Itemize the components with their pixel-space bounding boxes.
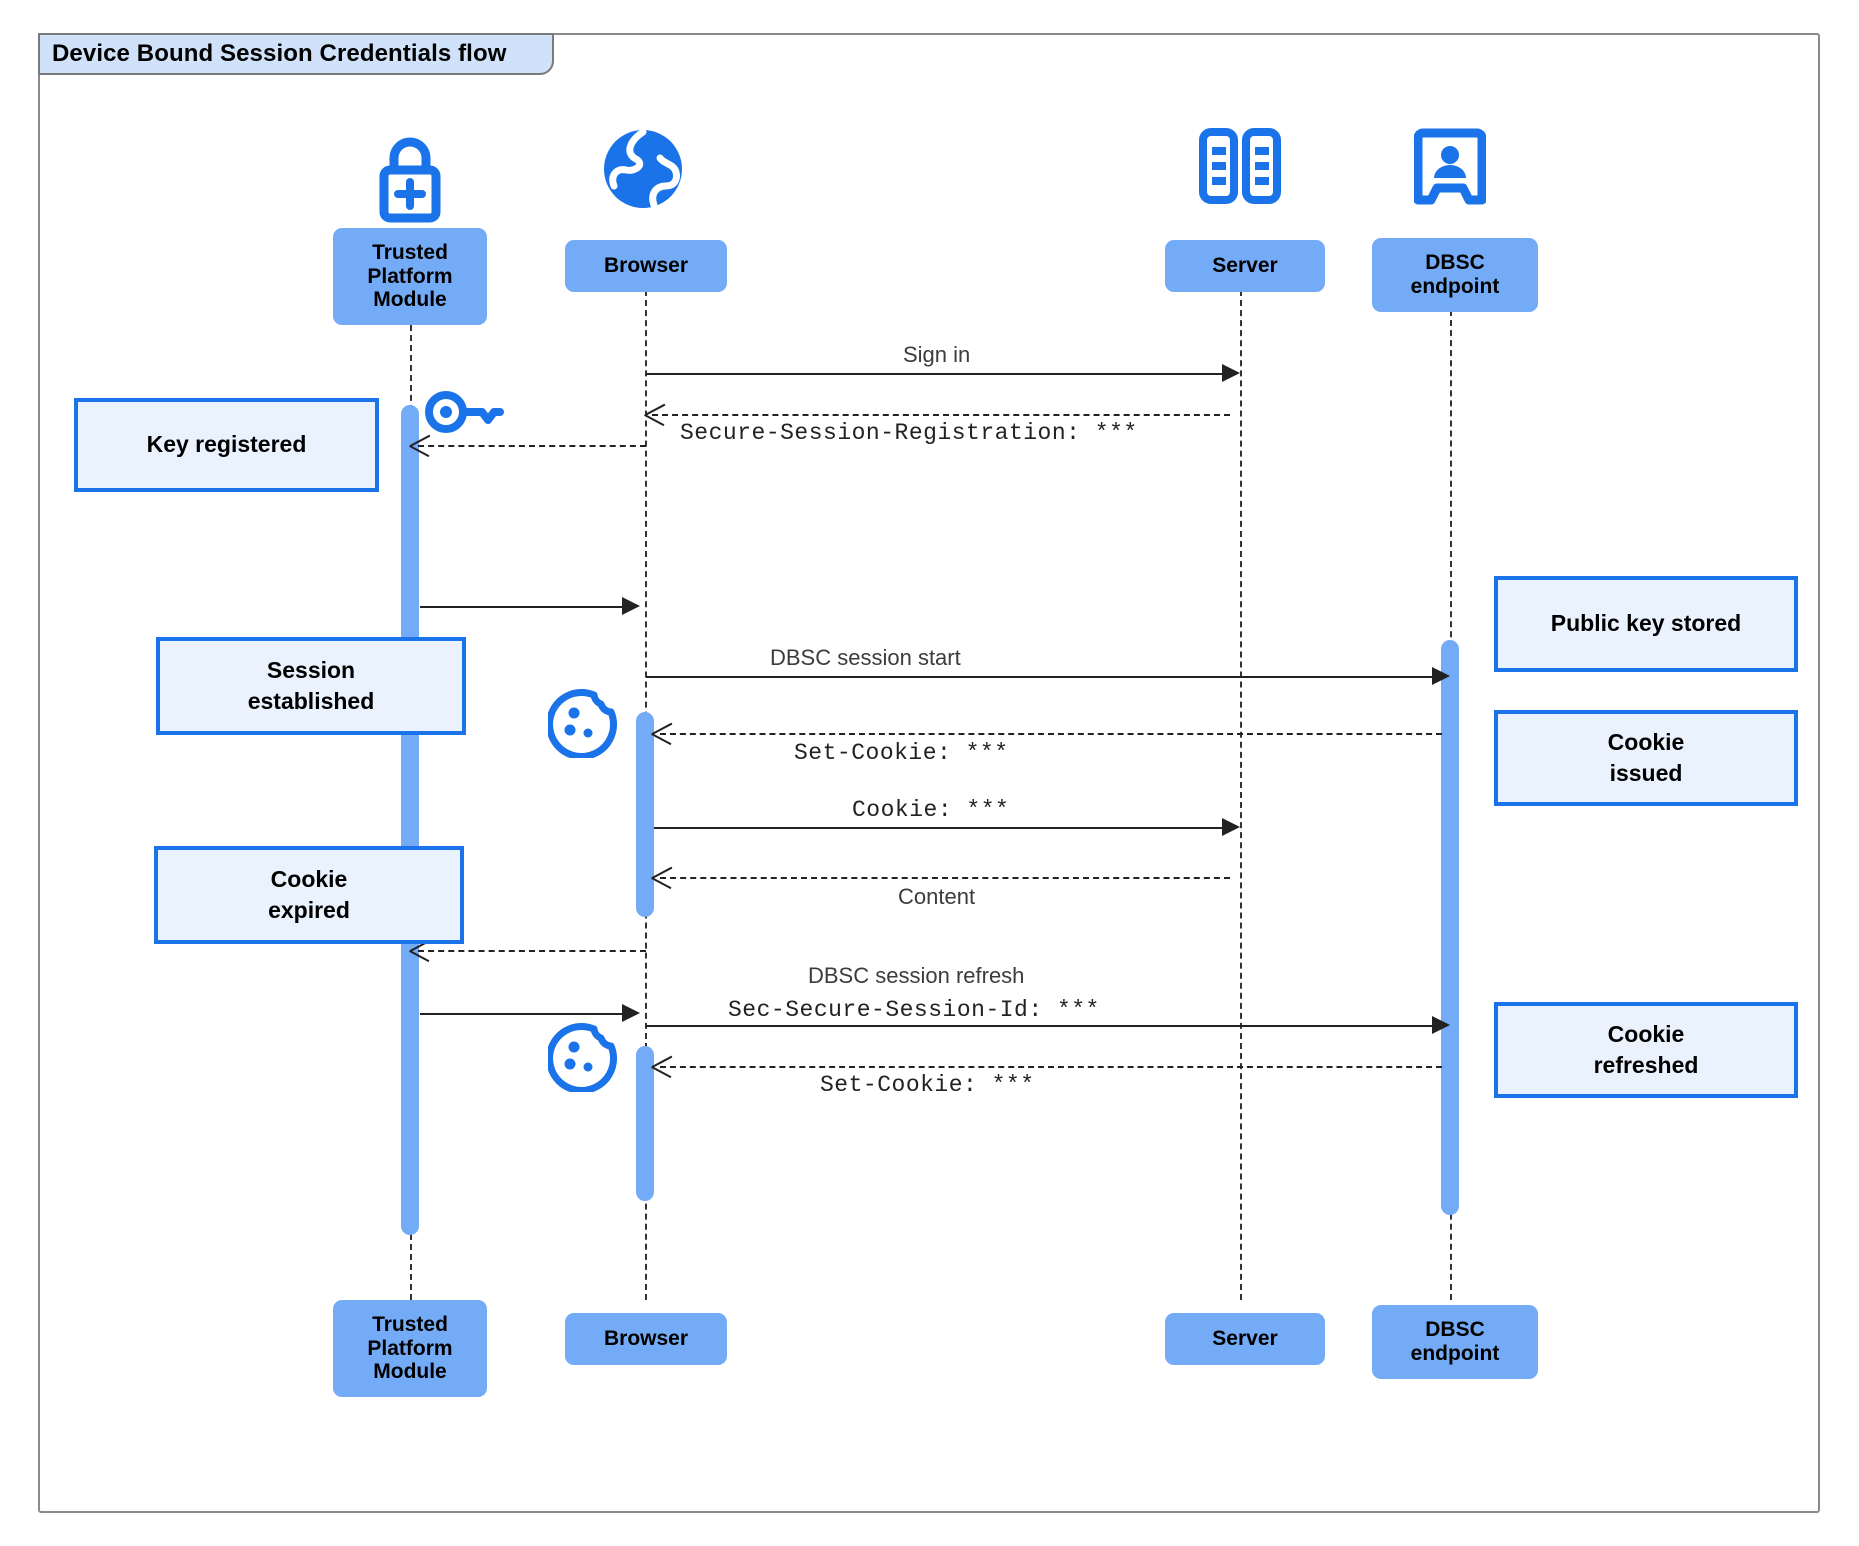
arrowhead-cookie (1222, 818, 1240, 836)
participant-label-line: Browser (603, 254, 689, 278)
message-label-secure-session-registration: Secure-Session-Registration: *** (680, 420, 1138, 446)
participant-top-dbsc[interactable]: DBSC endpoint (1372, 238, 1538, 312)
note-cookie-expired: Cookie expired (154, 846, 464, 944)
message-line-tpm-request (418, 445, 646, 447)
cookie-icon (548, 688, 618, 758)
cookie-icon (548, 1022, 618, 1092)
participant-label-line: Server (1212, 254, 1278, 278)
note-cookie-refreshed: Cookie refreshed (1494, 1002, 1798, 1098)
participant-label-line: Trusted (372, 241, 448, 265)
message-label-set-cookie-1: Set-Cookie: *** (794, 740, 1009, 766)
key-icon (425, 391, 504, 433)
activation-bar-dbsc (1441, 640, 1459, 1215)
message-line-content (660, 877, 1230, 879)
padlock-plus-icon (379, 137, 441, 223)
participant-top-browser[interactable]: Browser (565, 240, 727, 292)
message-line-tpm-response (420, 606, 630, 608)
arrowhead-set-cookie-1 (652, 722, 672, 744)
message-label-set-cookie-2: Set-Cookie: *** (820, 1072, 1035, 1098)
participant-label-line: DBSC (1425, 251, 1485, 275)
note-cookie-issued: Cookie issued (1494, 710, 1798, 806)
arrowhead-dbsc-session-refresh (1432, 1016, 1450, 1034)
participant-bottom-tpm[interactable]: Trusted Platform Module (333, 1300, 487, 1397)
activation-bar-browser-1 (636, 712, 654, 917)
message-label-dbsc-session-start: DBSC session start (770, 645, 961, 670)
activation-bar-browser-2 (636, 1046, 654, 1201)
note-text: Cookie (270, 865, 348, 892)
message-line-sign-in (646, 373, 1230, 375)
arrowhead-sign-in (1222, 364, 1240, 382)
note-text: issued (1609, 760, 1683, 786)
participant-bottom-server[interactable]: Server (1165, 1313, 1325, 1365)
participant-top-tpm[interactable]: Trusted Platform Module (333, 228, 487, 325)
arrowhead-dbsc-session-start (1432, 667, 1450, 685)
note-text: Key registered (146, 431, 307, 458)
arrowhead-content (652, 866, 672, 888)
diagram-title: Device Bound Session Credentials flow (52, 40, 507, 67)
arrowhead-tpm-refresh-response (622, 1004, 640, 1022)
participant-label-line: Server (1212, 1327, 1278, 1351)
message-label-dbsc-session-refresh: DBSC session refresh (808, 963, 1025, 988)
note-text: established (247, 688, 375, 714)
note-public-key-stored: Public key stored (1494, 576, 1798, 672)
activation-bar-tpm (401, 405, 419, 1235)
message-line-set-cookie-2 (660, 1066, 1442, 1068)
message-line-cookie (654, 827, 1230, 829)
participant-label-line: Browser (603, 1327, 689, 1351)
note-session-established: Session established (156, 637, 466, 735)
message-line-dbsc-session-start (646, 676, 1441, 678)
participant-label-line: endpoint (1410, 1342, 1500, 1365)
note-text: refreshed (1593, 1052, 1699, 1078)
note-text: Session (266, 656, 356, 683)
note-text: Public key stored (1550, 610, 1742, 637)
message-label-sec-secure-session-id: Sec-Secure-Session-Id: *** (728, 997, 1100, 1023)
lifeline-server (1240, 290, 1242, 1300)
message-label-sign-in: Sign in (903, 342, 971, 367)
diagram-title-tab: Device Bound Session Credentials flow (38, 33, 555, 75)
message-label-content: Content (898, 884, 976, 909)
note-text: Cookie (1607, 1020, 1685, 1047)
globe-icon (604, 128, 682, 209)
participant-label-line: Platform (367, 264, 453, 288)
participant-label-line: Module (373, 1360, 447, 1384)
arrowhead-set-cookie-2 (652, 1055, 672, 1077)
participant-label-line: endpoint (1410, 275, 1500, 298)
message-line-dbsc-session-refresh (646, 1025, 1441, 1027)
participant-top-server[interactable]: Server (1165, 240, 1325, 292)
message-line-secure-session-registration (652, 414, 1230, 416)
message-line-tpm-refresh-response (420, 1013, 626, 1015)
message-label-cookie: Cookie: *** (852, 797, 1010, 823)
participant-label-line: DBSC (1425, 1318, 1485, 1342)
id-badge-icon (1414, 128, 1486, 205)
message-line-tpm-refresh-request (418, 950, 646, 952)
arrowhead-tpm-response (622, 597, 640, 615)
participant-label-line: Trusted (372, 1313, 448, 1337)
message-line-set-cookie-1 (660, 733, 1442, 735)
participant-bottom-dbsc[interactable]: DBSC endpoint (1372, 1305, 1538, 1379)
note-text: expired (268, 897, 350, 923)
server-racks-icon (1199, 128, 1281, 204)
participant-bottom-browser[interactable]: Browser (565, 1313, 727, 1365)
arrowhead-secure-session-registration (645, 403, 665, 425)
participant-label-line: Module (373, 288, 447, 312)
note-text: Cookie (1607, 728, 1685, 755)
participant-label-line: Platform (367, 1336, 453, 1360)
note-key-registered: Key registered (74, 398, 379, 492)
